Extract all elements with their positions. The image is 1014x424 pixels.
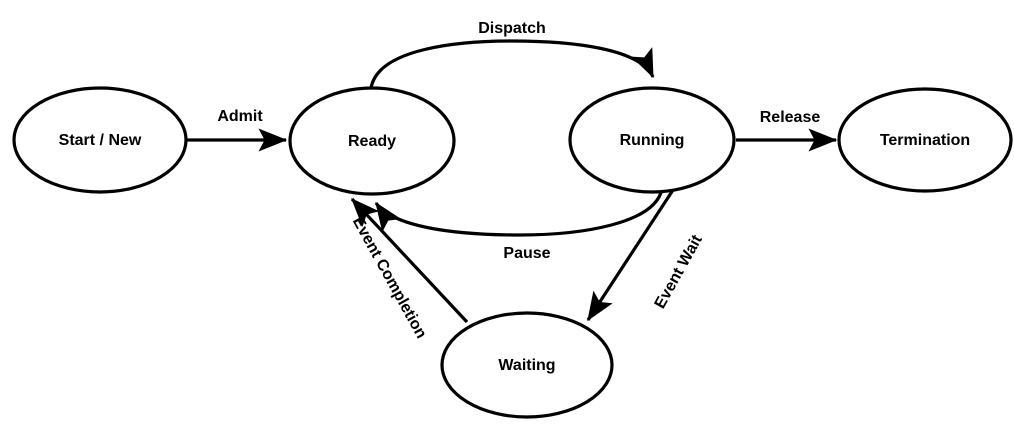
- transition-pause[interactable]: Pause: [374, 188, 664, 262]
- transition-event-completion-label: Event Completion: [349, 214, 430, 341]
- state-ellipse-termination: [837, 87, 1013, 193]
- state-node-running[interactable]: Running: [568, 86, 736, 194]
- state-label-running: Running: [620, 132, 685, 149]
- transition-release-label: Release: [760, 109, 821, 126]
- transition-dispatch[interactable]: Dispatch: [369, 20, 655, 89]
- state-ellipse-ready: [288, 86, 456, 196]
- transition-event-completion-line: [350, 197, 469, 324]
- state-node-termination[interactable]: Termination: [837, 87, 1013, 193]
- state-label-waiting: Waiting: [498, 357, 555, 374]
- state-label-ready: Ready: [348, 133, 396, 150]
- state-ellipse-start-new: [12, 86, 188, 194]
- state-node-waiting[interactable]: Waiting: [440, 311, 614, 419]
- state-ellipse-running: [568, 86, 736, 194]
- transition-event-completion[interactable]: Event Completion: [349, 197, 469, 341]
- transition-admit-label: Admit: [217, 108, 263, 125]
- state-node-start-new[interactable]: Start / New: [12, 86, 188, 194]
- transition-dispatch-label: Dispatch: [478, 20, 546, 37]
- state-ellipse-waiting: [440, 311, 614, 419]
- transition-release[interactable]: Release: [736, 109, 838, 152]
- state-node-ready[interactable]: Ready: [288, 86, 456, 196]
- transition-dispatch-line: [369, 39, 655, 89]
- transition-event-wait-label: Event Wait: [652, 232, 707, 312]
- transition-pause-label: Pause: [503, 245, 550, 262]
- transition-admit[interactable]: Admit: [187, 108, 288, 152]
- transition-event-wait-line: [586, 189, 675, 322]
- state-label-termination: Termination: [880, 132, 970, 149]
- transition-pause-line: [374, 188, 664, 237]
- state-label-start-new: Start / New: [59, 132, 142, 149]
